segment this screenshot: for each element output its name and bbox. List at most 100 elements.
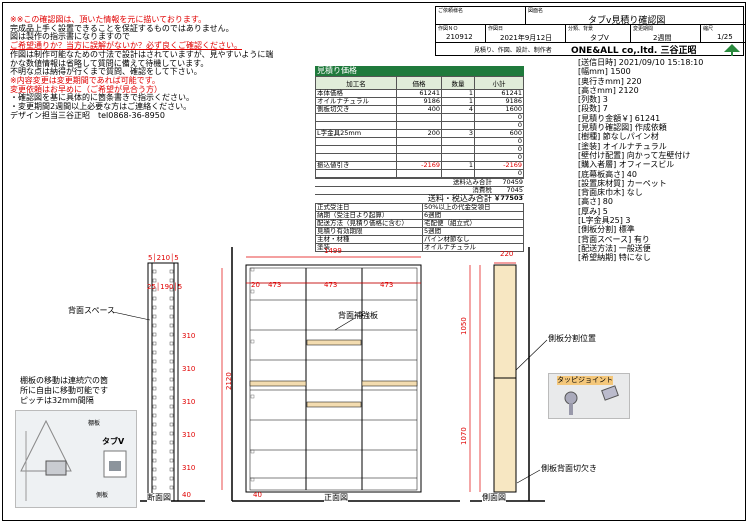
drawing-date: 2021年9月12日 [500, 34, 553, 42]
spec-line: [見積り金額￥] 61241 [578, 113, 661, 123]
column-width-dim: 473 [324, 281, 337, 289]
shelf-note-line: 所に自由に移動可能です [20, 386, 108, 395]
side-view-label: 側面図 [482, 493, 506, 502]
table-cell: オイルナチュラル [422, 243, 524, 252]
drawing-name-cell: 図面名 タブv見積り確認図 [526, 7, 745, 26]
note-line: ご希望通りか？当方に誤解がないか？必ず良くご確認ください。 [10, 41, 242, 51]
spec-line: [壁付け配置] 向かって左壁付け [578, 150, 691, 160]
shelf-pin-icon [20, 419, 127, 501]
total-value: 70459 [492, 178, 524, 187]
column-width-dim: 473 [268, 281, 281, 289]
tax-value: 7045 [492, 186, 524, 195]
spec-line: [塗装] オイルナチュラル [578, 141, 667, 151]
notch-label: 側板背面切欠き [541, 464, 597, 473]
spec-line: [購入者層] オフィースビル [578, 160, 675, 170]
lower-height-dim: 1070 [460, 427, 468, 445]
note-line: 変更依頼はお早めに（ご希望が見合う方） [10, 84, 162, 94]
spec-line: [段数] 7 [578, 104, 608, 114]
drawing-name-label: 図面名 [528, 8, 544, 14]
note-line: かな数値情報は省略して質問に備えて待機しています。 [10, 58, 209, 68]
note-line: 作図は制作可能なための寸法で設計はされていますが、見やすいように端 [10, 49, 274, 59]
total-label: 送料込み合計 [426, 178, 493, 187]
title-block: ご依頼様名 図面名 タブv見積り確認図 作図ＮＯ 210912 作図日 2021… [435, 6, 745, 56]
height-dim: 2120 [225, 372, 233, 390]
section-top2-dim: 25│190│5 [147, 282, 182, 291]
period-label: 変更期間 [633, 26, 654, 32]
shelf-height-dim: 310 [182, 464, 195, 472]
author-label: 見積り、作図、設計、制作者 [474, 47, 552, 54]
spec-line: [高さ] 80 [578, 197, 613, 207]
note-line: ※※この確認図は、頂いた情報を元に描いております。 [10, 15, 207, 24]
note-line: ・変更期間2週間以上必要な方はご連絡ください。 [10, 102, 192, 112]
no-cell: 作図ＮＯ 210912 [436, 25, 486, 43]
spec-list: [送信日時] 2021/09/10 15:18:10[幅mm] 1500[奥行き… [578, 58, 742, 263]
tax-label: 消費税 [426, 186, 493, 195]
screw-icon [564, 385, 619, 415]
period-cell: 変更期間 2週間 [631, 25, 701, 43]
spec-line: [樹種] 節なしパイン材 [578, 132, 659, 142]
customer-label: ご依頼様名 [438, 8, 464, 14]
scale-cell: 縮尺 1/25 [701, 25, 745, 43]
side-view [469, 247, 545, 502]
col-header: 価格 [396, 76, 442, 90]
spec-line: [設置床材質] カーペット [578, 178, 667, 188]
note-line: 図は製作の指示書になりますので [10, 32, 130, 42]
type-label: 分類、背景 [568, 26, 594, 32]
spec-line: [希望納期] 特になし [578, 253, 651, 263]
type-cell: 分類、背景 タブV [566, 25, 631, 43]
drawing-name: タブv見積り確認図 [588, 16, 666, 26]
tree-logo-icon [724, 44, 740, 56]
spec-line: [背面床巾木] なし [578, 188, 643, 198]
shelf-note-line: ピッチは32mm間隔 [20, 396, 94, 405]
company-name: ONE&ALL co,.ltd. 三谷正昭 [571, 46, 697, 56]
shelf-height-dim: 310 [182, 398, 195, 406]
spec-line: [奥行きmm] 220 [578, 76, 642, 86]
table-row: 0 [315, 137, 524, 146]
period-value: 2週間 [653, 34, 672, 42]
front-view [231, 247, 460, 502]
note-line: ※内容変更は変更期間であれば可能です。 [10, 75, 160, 85]
shelf-height-dim: 310 [182, 332, 195, 340]
grand-total-value: ￥77503 [492, 194, 524, 202]
note-line: ・確認図を基に具体的に箇条書きで指示ください。 [10, 93, 194, 103]
spec-line: [配送方法] 一般送便 [578, 243, 651, 253]
spec-line: [側板分割] 標準 [578, 225, 635, 235]
joint-label: タッピジョイント [557, 376, 613, 385]
type-value: タブV [590, 34, 609, 42]
drawing-no: 210912 [446, 33, 473, 41]
spec-line: [厚み] 5 [578, 206, 608, 216]
shelf-note: 棚板の移動は連続穴の箇 所に自由に移動可能です ピッチは32mm間隔 [20, 376, 108, 406]
spec-line: [送信日時] 2021/09/10 15:18:10 [578, 58, 704, 67]
inset-note: 側板 [96, 492, 109, 499]
date-label: 作図日 [488, 26, 504, 32]
spec-line: [背面スペース] 有り [578, 234, 650, 244]
scale-label: 縮尺 [703, 26, 714, 32]
note-line: 不明な点は納得が行くまで質問、確認をして下さい。 [10, 67, 202, 77]
grand-total-label: 送料・税込み合計 [426, 194, 493, 203]
estimate-title: 見積り価格 [315, 66, 524, 76]
shelf-height-dim: 310 [182, 431, 195, 439]
spec-line: [列数] 3 [578, 95, 608, 105]
spec-line: [底幕板高さ] 40 [578, 169, 637, 179]
base-dim: 40 [182, 491, 191, 499]
notes-panel: ※※この確認図は、頂いた情報を元に描いております。 完成品上手く設置できることを… [10, 15, 310, 120]
note-line: 完成品上手く設置できることを保証するものではありません。 [10, 23, 234, 33]
reinforcement-label: 背面補強板 [338, 311, 378, 320]
customer-cell: ご依頼様名 [436, 7, 526, 25]
table-row: 0 [315, 169, 524, 178]
column-width-dim: 473 [380, 281, 393, 289]
table-row: 塗装オイルナチュラル [315, 243, 524, 252]
scale-value: 1/25 [717, 33, 733, 41]
spec-line: [幅mm] 1500 [578, 67, 631, 77]
table-cell: 0 [474, 169, 524, 178]
note-line: デザイン担当三谷正昭 tel0868-36-8950 [10, 110, 165, 120]
inset-note: 棚板 [88, 420, 101, 427]
front-view-label: 正面図 [324, 493, 348, 502]
